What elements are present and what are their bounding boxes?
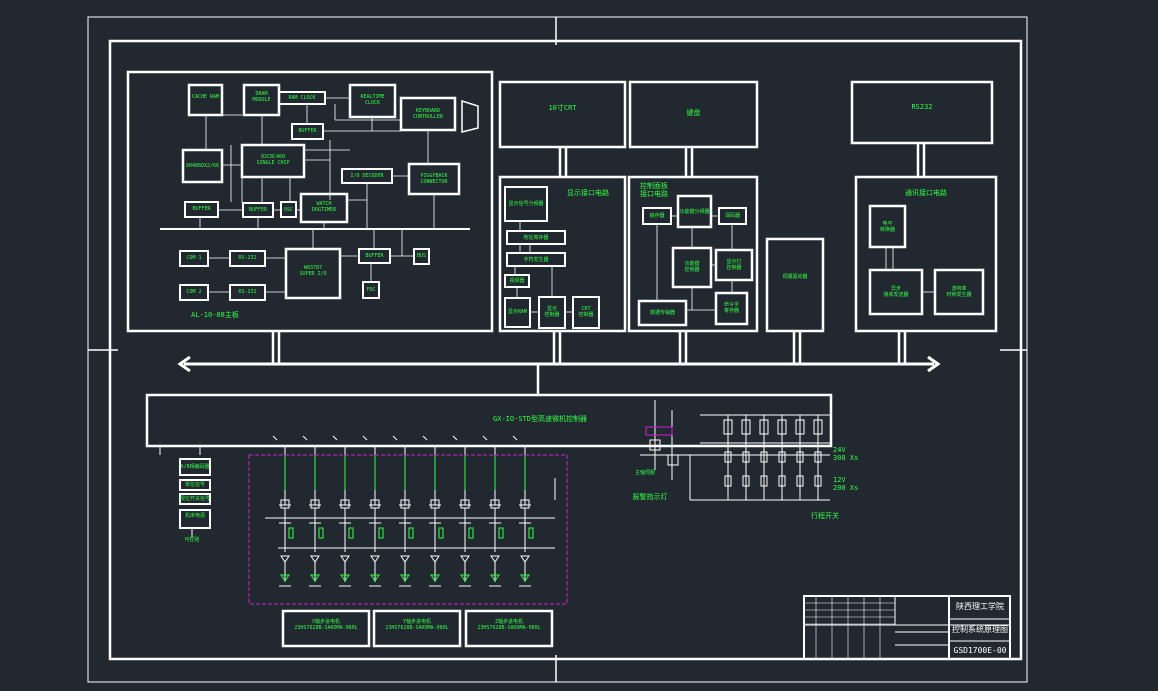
io-side-label-2: 零位信号 — [184, 482, 205, 488]
com2-label: COM 2 — [186, 289, 202, 295]
outer-frame — [87, 16, 1028, 683]
super-io-label: W83787 SUPER I/O — [299, 265, 327, 277]
com1-label: COM 1 — [186, 255, 202, 261]
buffer-io-label: BUFFER — [365, 253, 384, 259]
relay-marker — [645, 426, 673, 436]
motor-x-label: X轴步进电机 23HS7628B-SAKOMA-080L — [294, 619, 358, 631]
watchdog-label: WATCH DOGTIMER — [311, 201, 337, 213]
module-a-ram: 显示RAM — [507, 309, 528, 315]
module-a-sub3: 字符发生器 — [523, 257, 549, 263]
module-a-sub5: 显示 控制器 — [544, 306, 560, 318]
buffer-mid-label: BUFFER — [248, 207, 268, 213]
relay-unit — [723, 415, 733, 500]
module-a-title: 显示接口电路 — [567, 189, 609, 197]
module-a-sub4: 视频器 — [509, 278, 525, 284]
buffer-top-label: BUFFER — [298, 128, 317, 134]
rs232-label: RS232 — [911, 103, 933, 111]
driver-column — [392, 435, 414, 587]
driver-column — [452, 435, 474, 587]
motor-y-label: Y轴步进电机 23HS7628B-SAKOMA-080L — [385, 619, 449, 631]
module-d-sub2: 异步 接收发送器 — [883, 286, 909, 298]
module-b-sub4: 显示灯 控制器 — [726, 259, 742, 271]
servo-driver-label: 伺服驱动器 — [782, 274, 808, 280]
inner-frame — [108, 39, 1023, 661]
module-b-sub6: 数据传输器 — [649, 310, 675, 316]
spindle-relay — [640, 400, 690, 480]
io-side-label-3: 限位开关信号 — [180, 496, 211, 502]
relay-unit — [795, 415, 805, 500]
travel-switch-label: 行程开关 — [811, 512, 839, 520]
module-b-sub2: 功能键分频器 — [679, 209, 710, 215]
school-name: 陕西理工学院 — [956, 602, 1004, 611]
relay-unit — [759, 415, 769, 500]
module-b-sub1: 锁存器 — [649, 213, 665, 219]
keyboard-controller-label: KEYBOARD CONTROLLER — [412, 108, 444, 120]
module-b-sub5: 功能键 控制器 — [684, 261, 700, 273]
power-24v-label: 24V 300 Xs — [833, 446, 859, 462]
piggyback-label: PIGGYBACK CONNECTOR — [420, 173, 448, 185]
realtime-clock-label: REALTIME CLOCK — [360, 94, 385, 106]
io-board-title: GX-IO-STD型高速微机控制器 — [493, 415, 587, 423]
module-b-sub7: 命令字 寄存器 — [723, 302, 739, 314]
spindle-label: 主轴伺服 — [634, 470, 655, 476]
drawing-title: 控制系统原理图 — [952, 625, 1008, 634]
alarm-light-label: 报警指示灯 — [632, 493, 668, 501]
crt-label: 10寸CRT — [548, 104, 577, 112]
relay-unit — [813, 415, 823, 500]
io-side-label-5: 可控硅 — [184, 537, 200, 543]
driver-column — [512, 435, 534, 587]
io-side-label-1: A/B相编码器 — [180, 464, 210, 470]
module-d-title: 通讯接口电路 — [905, 189, 947, 197]
driver-column — [482, 435, 504, 587]
driver-column — [272, 435, 294, 587]
io-board-frame — [145, 393, 833, 448]
single-chip-label: 82C8C460 SINGLE CHIP — [256, 154, 290, 166]
rs232-1-label: RS-232 — [238, 255, 257, 261]
output-relays — [640, 400, 823, 500]
driver-column — [332, 435, 354, 587]
title-grid — [804, 596, 895, 659]
title-block-frame — [803, 595, 1011, 660]
module-d-sub1: 电平 转换器 — [879, 221, 895, 233]
cache-ram-label: CACHE RAM — [191, 94, 220, 100]
cpu-board-frame — [126, 70, 494, 333]
relay-unit — [741, 415, 751, 500]
cpu-board-name: AL-10-08主板 — [191, 311, 239, 319]
module-d-sub3: 波特率 时钟发生器 — [946, 286, 972, 298]
driver-columns — [265, 435, 556, 587]
drawing-number: GSD1700E-00 — [953, 646, 1007, 655]
module-a-sub1: 显示信号分频器 — [508, 201, 544, 207]
driver-column — [362, 435, 384, 587]
io-side-label-4: 机床电源 — [184, 513, 205, 519]
dram-label: DRAM MODULE — [252, 91, 271, 103]
driver-column — [422, 435, 444, 587]
motor-z-label: Z轴步进电机 23HS7628B-SAKOMA-080L — [477, 619, 541, 631]
power-12v-label: 12V 200 Xs — [833, 476, 859, 492]
relay-unit — [777, 415, 787, 500]
fdc-label: FDC — [366, 287, 376, 293]
rs232-2-label: RS-232 — [238, 289, 257, 295]
osc-label: OSC — [283, 207, 294, 213]
bus-out-label: BUS — [416, 253, 427, 259]
module-a-crt-ctrl: CRT 控制器 — [578, 306, 594, 318]
buffer-left-label: BUFFER — [192, 206, 211, 212]
driver-area — [248, 454, 568, 605]
io-decoder-label: I/O DECODER — [350, 173, 384, 179]
module-a-sub2: 地址寄存器 — [523, 235, 549, 241]
driver-column — [302, 435, 324, 587]
module-b-sub3: 译码器 — [724, 213, 740, 219]
module-b-title: 控制面板 接口电路 — [640, 182, 668, 198]
processor-label: 80486DX2/66 — [185, 163, 220, 169]
ram-clock-label: RAM CLOCK — [288, 95, 316, 101]
keyboard-label: 键盘 — [686, 109, 701, 117]
